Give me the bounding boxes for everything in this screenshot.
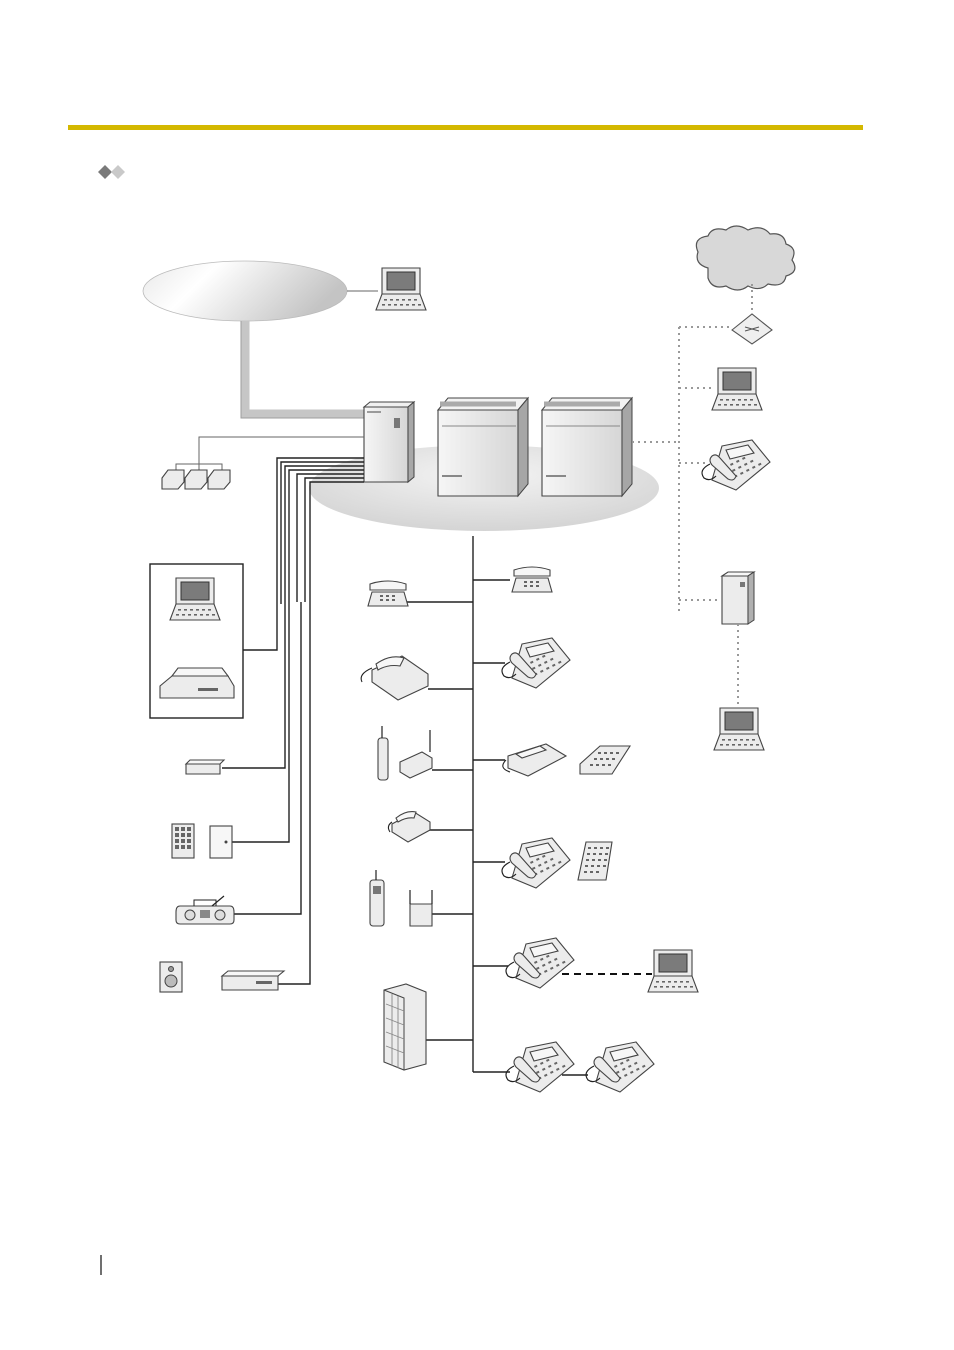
pbx-main-unit-icon <box>362 400 416 484</box>
lan-ellipse <box>142 260 348 322</box>
digital-phone-icon <box>387 811 431 843</box>
cell-station-icon <box>409 890 433 927</box>
fax-icon <box>360 655 429 701</box>
trunk-modules-icon <box>161 469 231 490</box>
doorphone-icon <box>171 823 195 859</box>
lan-conduit <box>240 321 364 419</box>
music-source-icon <box>175 895 235 925</box>
printer-icon <box>159 667 235 699</box>
voice-processing-icon <box>383 983 427 1071</box>
portable-station-icon <box>369 870 385 927</box>
pc-icon <box>375 267 427 311</box>
ip-phone-icon <box>505 937 575 989</box>
single-line-phone-icon <box>511 566 553 593</box>
cordless-phone-icon <box>377 726 433 781</box>
pbx-expansion-unit-icon <box>436 396 530 498</box>
extension-line-bundle <box>222 457 364 985</box>
voice-processing-icon <box>184 759 226 775</box>
ip-phone-icon <box>505 1041 575 1093</box>
ip-phone-icon <box>501 837 571 889</box>
pc-icon <box>713 707 765 751</box>
dss-console-icon <box>579 745 632 775</box>
door-opener-icon <box>209 825 233 859</box>
ip-phone-icon <box>701 439 771 491</box>
pc-icon <box>647 949 699 993</box>
internet-cloud-icon <box>695 225 796 291</box>
section-bullet-icon <box>98 165 125 179</box>
single-line-phone-icon <box>367 580 409 607</box>
speaker-icon <box>159 961 183 993</box>
router-icon <box>731 313 773 345</box>
ip-phone-icon <box>585 1041 655 1093</box>
pbx-expansion-unit-icon <box>540 396 634 498</box>
key-telephone-icon <box>502 743 568 777</box>
digital-phone-icon <box>501 637 571 689</box>
header-rule <box>68 125 863 130</box>
pc-icon <box>169 577 221 621</box>
pc-icon <box>711 367 763 411</box>
doorphone-keypad-icon <box>577 841 613 881</box>
amplifier-icon <box>220 970 286 991</box>
sip-server-icon <box>720 571 756 625</box>
pc-printer-group <box>149 563 244 719</box>
